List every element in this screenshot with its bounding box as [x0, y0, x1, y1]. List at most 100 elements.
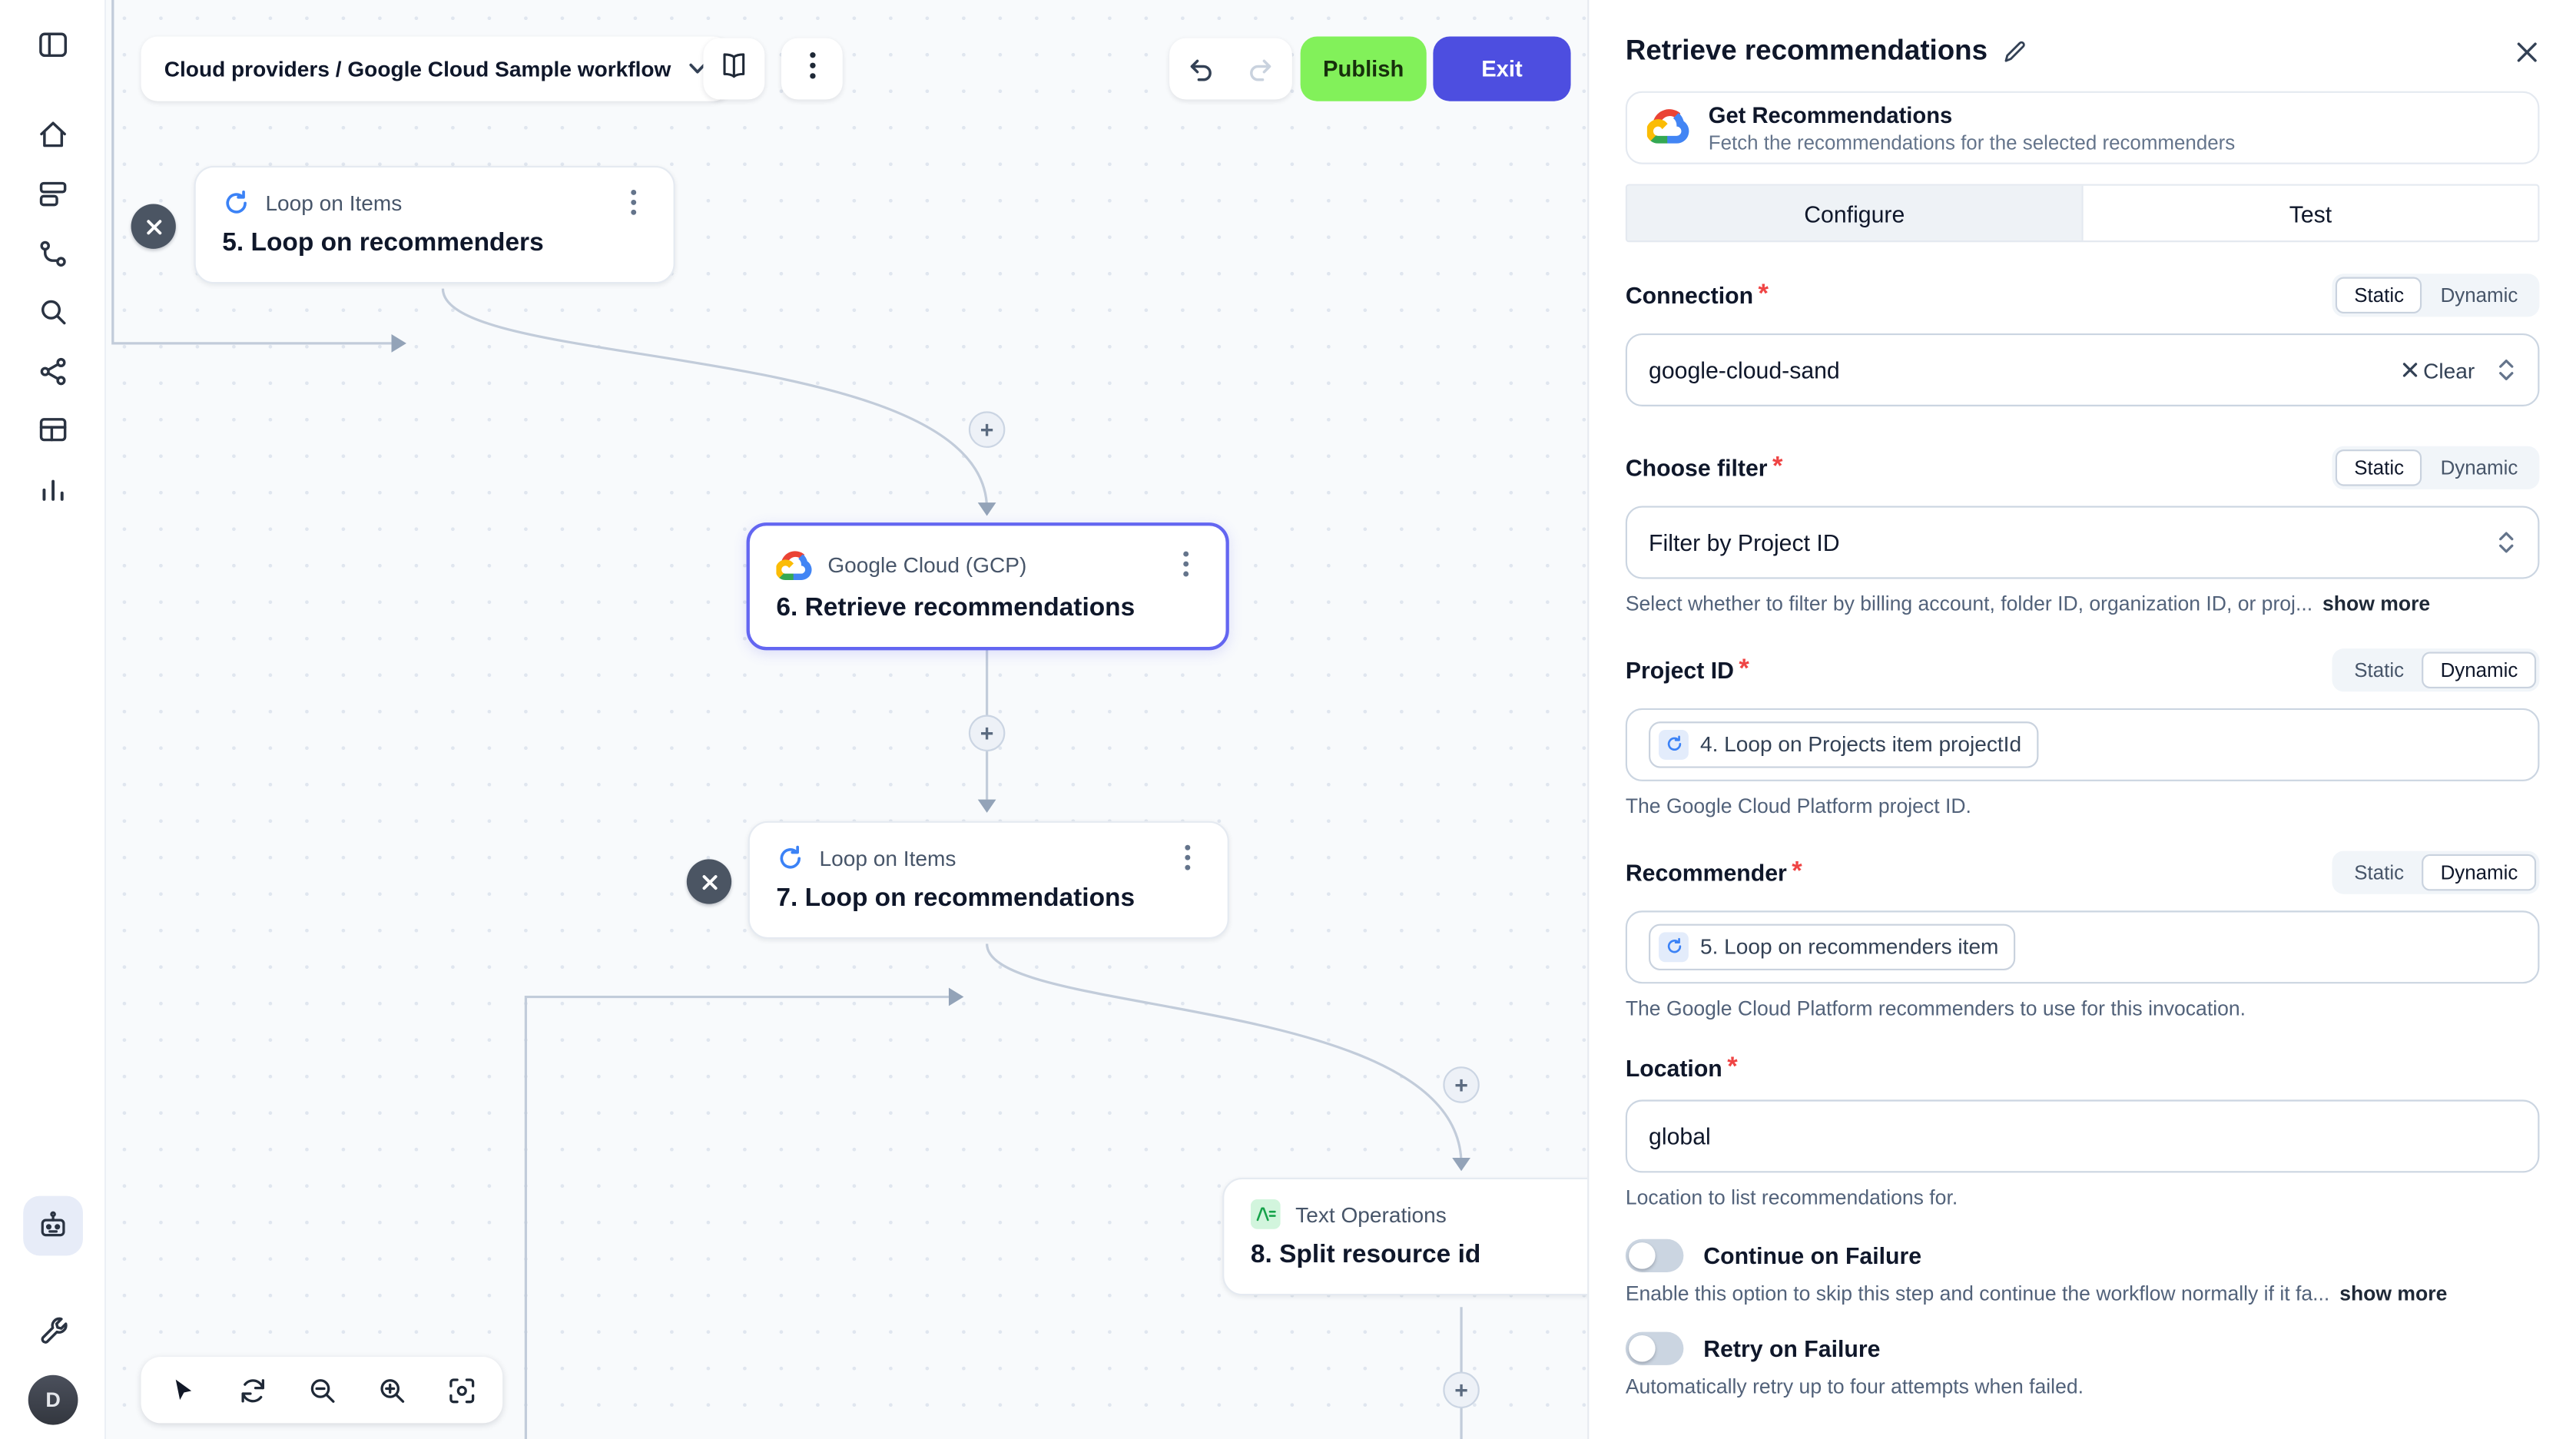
node-loop-recommenders[interactable]: Loop on Items 5. Loop on recommenders: [194, 165, 675, 284]
location-field: [1625, 1099, 2540, 1173]
node-retrieve-recommendations[interactable]: Google Cloud (GCP) 6. Retrieve recommend…: [746, 522, 1229, 651]
choose-filter-label: Choose filter: [1625, 454, 1768, 482]
node-type-label: Loop on Items: [819, 845, 956, 870]
mode-dynamic[interactable]: Dynamic: [2440, 283, 2518, 307]
select-chevrons-icon: [2496, 529, 2516, 556]
workflow-selector[interactable]: Cloud providers / Google Cloud Sample wo…: [141, 36, 729, 101]
panel-title: Retrieve recommendations: [1625, 35, 1988, 67]
google-cloud-icon: [776, 545, 812, 582]
node-menu-icon[interactable]: [1172, 549, 1199, 579]
tab-configure[interactable]: Configure: [1626, 185, 2084, 241]
node-type-label: Loop on Items: [265, 190, 403, 215]
action-title: Get Recommendations: [1708, 101, 1953, 128]
continue-on-failure-toggle[interactable]: [1625, 1238, 1684, 1272]
node-title: 7. Loop on recommendations: [776, 884, 1135, 913]
refresh-layout-icon[interactable]: [219, 1357, 285, 1423]
loop-icon: [1659, 729, 1689, 760]
publish-button[interactable]: Publish: [1300, 36, 1427, 101]
chevron-down-icon: [688, 63, 706, 75]
mode-dynamic[interactable]: Dynamic: [2440, 456, 2518, 479]
connection-label: Connection: [1625, 282, 1754, 309]
more-options-button[interactable]: [781, 38, 843, 100]
node-menu-icon[interactable]: [620, 187, 647, 217]
zoom-out-icon[interactable]: [289, 1357, 355, 1423]
add-step-button[interactable]: +: [1443, 1066, 1480, 1103]
close-icon[interactable]: [2515, 39, 2539, 64]
panel-toggle-icon[interactable]: [22, 15, 82, 75]
mode-dynamic[interactable]: Dynamic: [2422, 652, 2537, 688]
recommender-label: Recommender: [1625, 859, 1787, 886]
home-icon[interactable]: [22, 104, 82, 164]
robot-tool-icon[interactable]: [22, 1195, 82, 1256]
tab-test[interactable]: Test: [2083, 185, 2538, 241]
analytics-icon[interactable]: [22, 459, 82, 519]
node-title: 6. Retrieve recommendations: [776, 593, 1135, 622]
project-id-label: Project ID: [1625, 656, 1734, 684]
wrench-settings-icon[interactable]: [22, 1301, 82, 1361]
table-icon[interactable]: [22, 400, 82, 459]
required-asterisk: *: [1758, 280, 1769, 309]
location-input[interactable]: [1649, 1122, 2517, 1150]
node-type-label: Google Cloud (GCP): [827, 551, 1027, 577]
project-id-token-chip[interactable]: 4. Loop on Projects item projectId: [1649, 721, 2038, 768]
node-split-resource-id[interactable]: Text Operations 8. Split resource id: [1222, 1177, 1588, 1296]
project-id-input[interactable]: 4. Loop on Projects item projectId: [1625, 708, 2540, 781]
mode-static[interactable]: Static: [2354, 658, 2405, 682]
required-asterisk: *: [1727, 1053, 1738, 1082]
show-more-link[interactable]: show more: [2322, 592, 2431, 615]
redo-icon[interactable]: [1235, 42, 1288, 95]
mode-static[interactable]: Static: [2354, 860, 2405, 884]
location-label: Location: [1625, 1055, 1722, 1082]
action-summary-card: Get Recommendations Fetch the recommenda…: [1625, 91, 2540, 164]
undo-icon[interactable]: [1173, 42, 1226, 95]
select-tool-icon[interactable]: [149, 1357, 215, 1423]
node-menu-icon[interactable]: [1175, 843, 1202, 873]
project-id-helper: The Google Cloud Platform project ID.: [1625, 794, 1971, 818]
search-docs-icon[interactable]: [22, 282, 82, 342]
loop-icon: [1659, 932, 1689, 963]
kebab-icon: [809, 51, 816, 87]
toggle-knob: [1629, 1335, 1656, 1362]
share-graph-icon[interactable]: [22, 342, 82, 402]
workflow-canvas[interactable]: + + + + Loop on Items 5. Loop on recomme…: [106, 0, 1588, 1439]
add-step-button[interactable]: +: [1443, 1371, 1480, 1408]
google-cloud-icon: [1646, 102, 1690, 154]
node-type-label: Text Operations: [1295, 1202, 1447, 1227]
recommender-mode-toggle: Static Dynamic: [2332, 850, 2540, 894]
action-subtitle: Fetch the recommendations for the select…: [1708, 130, 2236, 154]
integrations-icon[interactable]: [22, 224, 82, 283]
workflows-icon[interactable]: [22, 164, 82, 224]
left-sidebar: D: [0, 0, 107, 1439]
canvas-toolbar: [141, 1357, 503, 1424]
choose-filter-select[interactable]: Filter by Project ID: [1625, 506, 2540, 579]
undo-redo-group: [1169, 38, 1292, 100]
exit-button[interactable]: Exit: [1433, 36, 1571, 101]
required-asterisk: *: [1739, 655, 1749, 684]
docs-button[interactable]: [703, 38, 765, 100]
user-avatar[interactable]: D: [28, 1374, 78, 1425]
select-chevrons-icon: [2496, 356, 2516, 383]
add-step-button[interactable]: +: [968, 715, 1006, 752]
show-more-link[interactable]: show more: [2339, 1282, 2448, 1305]
choose-filter-helper: Select whether to filter by billing acco…: [1625, 592, 2431, 615]
clear-connection-button[interactable]: Clear: [2402, 357, 2475, 383]
panel-tabs: Configure Test: [1625, 184, 2540, 243]
recommender-helper: The Google Cloud Platform recommenders t…: [1625, 996, 2246, 1020]
fit-view-icon[interactable]: [428, 1357, 494, 1423]
connection-select[interactable]: google-cloud-sand Clear: [1625, 333, 2540, 406]
node-loop-recommendations[interactable]: Loop on Items 7. Loop on recommendations: [748, 821, 1229, 939]
mode-dynamic[interactable]: Dynamic: [2422, 854, 2537, 891]
project-id-mode-toggle: Static Dynamic: [2332, 648, 2540, 692]
retry-on-failure-toggle[interactable]: [1625, 1331, 1684, 1365]
collapse-loop-button[interactable]: [686, 859, 732, 904]
mode-static[interactable]: Static: [2336, 449, 2422, 486]
zoom-in-icon[interactable]: [358, 1357, 424, 1423]
collapse-loop-button[interactable]: [131, 204, 176, 249]
edit-title-icon[interactable]: [2002, 39, 2027, 64]
connection-value: google-cloud-sand: [1649, 356, 1840, 383]
add-step-button[interactable]: +: [968, 411, 1006, 448]
recommender-token-chip[interactable]: 5. Loop on recommenders item: [1649, 923, 2016, 970]
mode-static[interactable]: Static: [2336, 277, 2422, 314]
recommender-input[interactable]: 5. Loop on recommenders item: [1625, 910, 2540, 984]
node-title: 8. Split resource id: [1250, 1240, 1481, 1269]
